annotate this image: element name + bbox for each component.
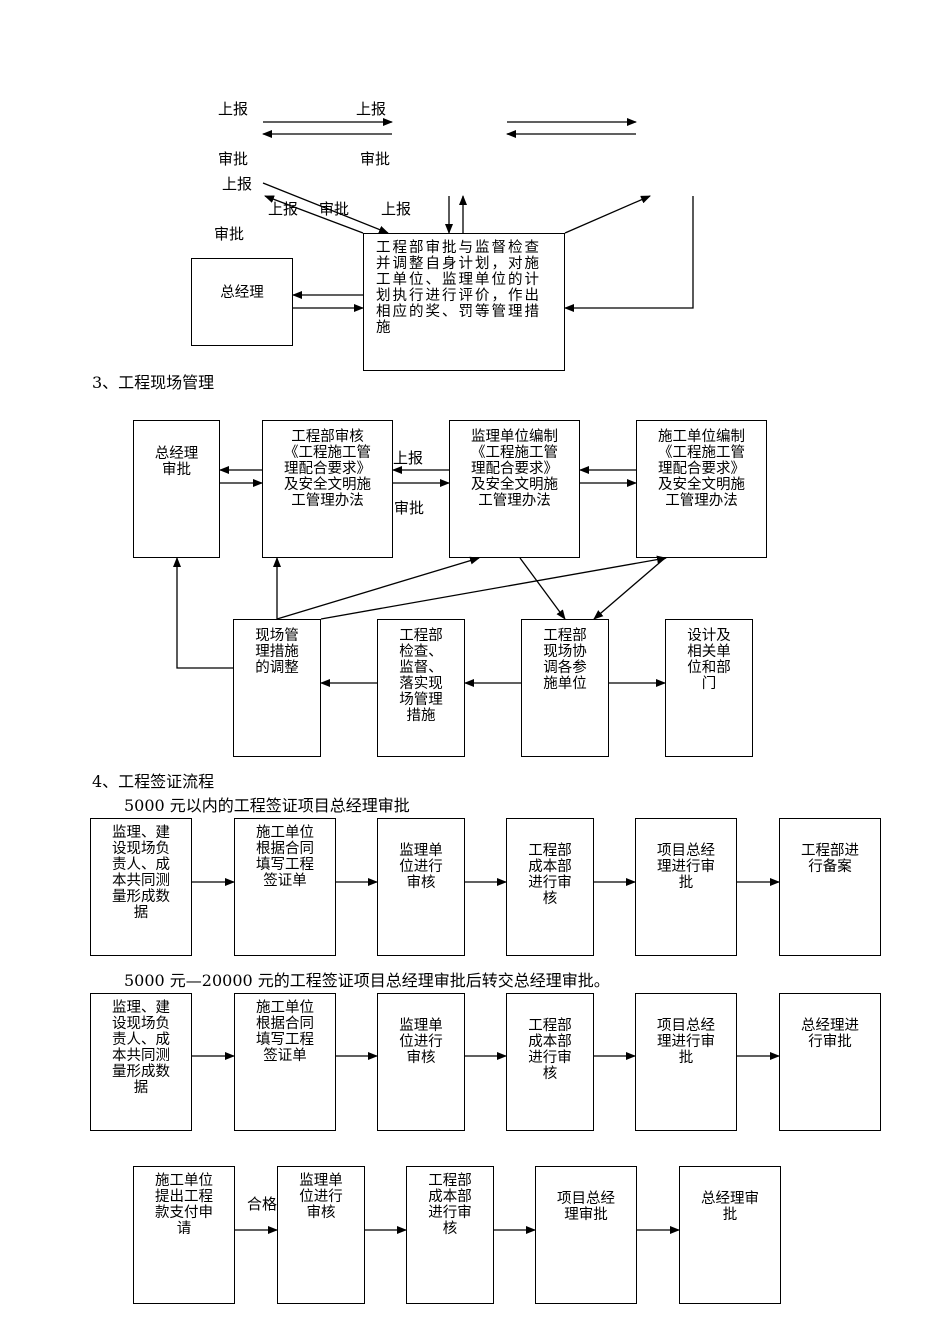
box-text: 施工单位 根据合同 填写工程 签证单: [256, 825, 314, 889]
box-text: 监理单 位进行 审核: [299, 1173, 343, 1221]
flow1-title: 5000 元以内的工程签证项目总经理审批: [124, 796, 410, 815]
box-text: 总经理: [220, 285, 264, 301]
box-contractor-prepare-requirements: 施工单位编制 《工程施工管 理配合要求》 及安全文明施 工管理办法: [636, 420, 767, 558]
box-text: 设计及 相关单 位和部 门: [687, 628, 731, 692]
flow2-step-pm-approve: 项目总经 理进行审 批: [635, 993, 737, 1131]
label-report: 上报: [222, 175, 253, 193]
box-text: 施工单位编制 《工程施工管 理配合要求》 及安全文明施 工管理办法: [658, 429, 745, 509]
box-text: 工程部 成本部 进行审 核: [528, 843, 572, 907]
flow2-title: 5000 元—20000 元的工程签证项目总经理审批后转交总经理审批。: [124, 971, 610, 990]
box-engineering-dept-review: 工程部审批与监督检查 并调整自身计划，对施 工单位、监理单位的计 划执行进行评价…: [363, 233, 565, 371]
pay-step-gm-approve: 总经理审 批: [679, 1166, 781, 1304]
box-text: 监理、建 设现场负 责人、成 本共同测 量形成数 据: [112, 825, 170, 921]
arrow-diag: [593, 557, 666, 620]
label-report: 上报: [218, 100, 249, 118]
arrow-return-right: [564, 196, 694, 312]
section-heading-site-management: 3、工程现场管理: [92, 373, 215, 392]
box-text: 施工单位 提出工程 款支付申 请: [155, 1173, 213, 1237]
box-text: 施工单位 根据合同 填写工程 签证单: [256, 1000, 314, 1064]
section-heading-visa-process: 4、工程签证流程: [92, 772, 215, 791]
pay-step-cost-review: 工程部 成本部 进行审 核: [406, 1166, 494, 1304]
label-report: 上报: [356, 100, 387, 118]
label-report: 上报: [268, 200, 299, 218]
flow2-step-cost-review: 工程部 成本部 进行审 核: [506, 993, 594, 1131]
flow1-step-pm-approve: 项目总经 理进行审 批: [635, 818, 737, 956]
label-approve: 审批: [218, 150, 249, 168]
label-pass: 合格: [247, 1195, 278, 1213]
box-site-measure-adjust: 现场管 理措施 的调整: [233, 619, 321, 757]
box-text: 总经理审 批: [701, 1191, 759, 1223]
box-general-manager: 总经理: [191, 258, 293, 346]
flow1-step-fill-visa: 施工单位 根据合同 填写工程 签证单: [234, 818, 336, 956]
box-text: 工程部进 行备案: [801, 843, 859, 875]
flow2-step-supervisor-review: 监理单 位进行 审核: [377, 993, 465, 1131]
flow1-step-measure: 监理、建 设现场负 责人、成 本共同测 量形成数 据: [90, 818, 192, 956]
flow2-step-gm-approve: 总经理进 行审批: [779, 993, 881, 1131]
label-report: 上报: [381, 200, 412, 218]
arrow-diag: [320, 555, 667, 620]
arrow-diag-up-right: [564, 195, 651, 234]
box-design-related-units: 设计及 相关单 位和部 门: [665, 619, 753, 757]
flow2-step-fill-visa: 施工单位 根据合同 填写工程 签证单: [234, 993, 336, 1131]
box-text: 工程部 成本部 进行审 核: [528, 1018, 572, 1082]
label-report: 上报: [393, 449, 424, 467]
flow1-step-supervisor-review: 监理单 位进行 审核: [377, 818, 465, 956]
arrow-diag: [519, 557, 566, 620]
box-text: 工程部审核 《工程施工管 理配合要求》 及安全文明施 工管理办法: [284, 429, 371, 509]
box-text: 总经理进 行审批: [801, 1018, 859, 1050]
box-eng-dept-inspect: 工程部 检查、 监督、 落实现 场管理 措施: [377, 619, 465, 757]
arrow-up-to-gm: [173, 557, 233, 669]
box-gm-approval: 总经理 审批: [133, 420, 220, 558]
flow2-step-measure: 监理、建 设现场负 责人、成 本共同测 量形成数 据: [90, 993, 192, 1131]
label-approve: 审批: [214, 225, 245, 243]
box-text: 监理单 位进行 审核: [399, 843, 443, 891]
flow1-step-cost-review: 工程部 成本部 进行审 核: [506, 818, 594, 956]
box-text: 项目总经 理进行审 批: [657, 1018, 715, 1066]
box-text: 监理单 位进行 审核: [399, 1018, 443, 1066]
box-eng-dept-review-requirements: 工程部审核 《工程施工管 理配合要求》 及安全文明施 工管理办法: [262, 420, 393, 558]
box-text: 监理单位编制 《工程施工管 理配合要求》 及安全文明施 工管理办法: [471, 429, 558, 509]
box-text: 项目总经 理审批: [557, 1191, 615, 1223]
box-text: 工程部 检查、 监督、 落实现 场管理 措施: [399, 628, 443, 724]
box-text: 监理、建 设现场负 责人、成 本共同测 量形成数 据: [112, 1000, 170, 1096]
box-text: 工程部 现场协 调各参 施单位: [543, 628, 587, 692]
box-text: 现场管 理措施 的调整: [255, 628, 299, 676]
box-supervisor-prepare-requirements: 监理单位编制 《工程施工管 理配合要求》 及安全文明施 工管理办法: [449, 420, 580, 558]
pay-step-apply: 施工单位 提出工程 款支付申 请: [133, 1166, 235, 1304]
box-text: 总经理 审批: [154, 446, 199, 478]
box-eng-dept-coordinate: 工程部 现场协 调各参 施单位: [521, 619, 609, 757]
label-approve: 审批: [319, 200, 350, 218]
arrow-diag: [276, 556, 480, 620]
box-text: 工程部 成本部 进行审 核: [428, 1173, 472, 1237]
flow1-step-record: 工程部进 行备案: [779, 818, 881, 956]
box-text: 项目总经 理进行审 批: [657, 843, 715, 891]
box-text: 工程部审批与监督检查 并调整自身计划，对施 工单位、监理单位的计 划执行进行评价…: [376, 240, 541, 336]
pay-step-pm-approve: 项目总经 理审批: [535, 1166, 637, 1304]
label-approve: 审批: [394, 499, 425, 517]
label-approve: 审批: [360, 150, 391, 168]
pay-step-supervisor-review: 监理单 位进行 审核: [277, 1166, 365, 1304]
